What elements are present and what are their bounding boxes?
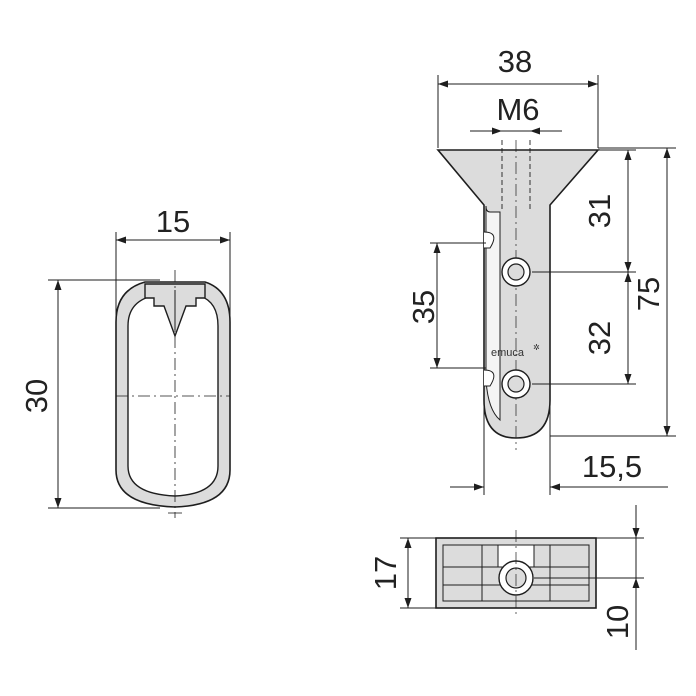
dimension-base-offset: 10 bbox=[534, 505, 644, 650]
rail-width-label: 15 bbox=[156, 204, 190, 239]
base-offset-label: 10 bbox=[600, 605, 635, 639]
bracket-front-view: emuca ✲ bbox=[436, 140, 600, 450]
dimension-slot-spacing: 35 bbox=[406, 242, 486, 369]
dimension-rail-width: 15 bbox=[115, 204, 231, 318]
lower-spacing-label: 32 bbox=[582, 321, 617, 355]
dimension-lower-spacing: 32 bbox=[532, 272, 636, 385]
thread-label: M6 bbox=[496, 92, 539, 127]
slot-spacing-label: 35 bbox=[406, 290, 441, 324]
bracket-width-label: 38 bbox=[498, 44, 532, 79]
upper-spacing-label: 31 bbox=[582, 194, 617, 228]
dimension-upper-spacing: 31 bbox=[532, 149, 636, 273]
dimension-total-height: 75 bbox=[550, 147, 676, 437]
base-height-label: 17 bbox=[368, 556, 403, 590]
dimension-arm-width: 15,5 bbox=[450, 400, 668, 495]
brand-star-icon: ✲ bbox=[533, 343, 540, 352]
dimension-thread: M6 bbox=[470, 92, 562, 135]
bracket-top-view bbox=[435, 530, 597, 616]
dimension-rail-height: 30 bbox=[19, 279, 160, 509]
dimension-bracket-width: 38 bbox=[437, 44, 599, 148]
bracket-slot bbox=[485, 205, 501, 422]
rail-profile bbox=[115, 270, 231, 518]
dimension-base-height: 17 bbox=[368, 537, 436, 609]
lower-hole bbox=[501, 369, 531, 399]
upper-hole bbox=[501, 257, 531, 287]
arm-width-label: 15,5 bbox=[582, 449, 642, 484]
total-height-label: 75 bbox=[631, 277, 666, 311]
brand-logo: emuca bbox=[491, 347, 525, 359]
rail-height-label: 30 bbox=[19, 379, 54, 413]
